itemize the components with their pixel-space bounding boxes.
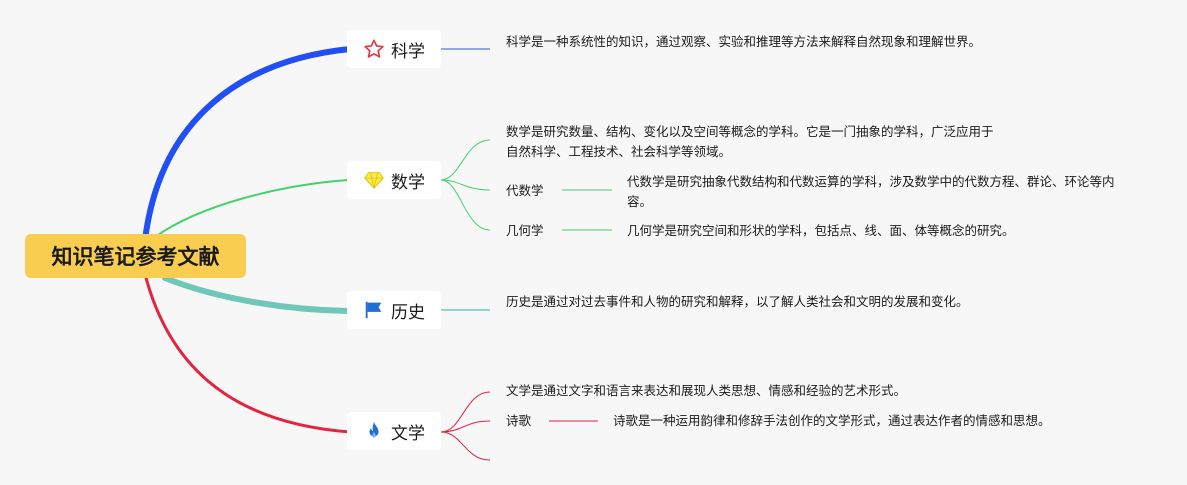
branch-literature[interactable]: 文学 <box>347 412 441 450</box>
connector-science <box>142 46 353 243</box>
math-description: 数学是研究数量、结构、变化以及空间等概念的学科。它是一门抽象的学科，广泛应用于自… <box>506 124 994 159</box>
root-label: 知识笔记参考文献 <box>51 245 220 269</box>
science-description: 科学是一种系统性的知识，通过观察、实验和推理等方法来解释自然现象和理解世界。 <box>506 34 982 49</box>
history-description: 历史是通过对过去事件和人物的研究和解释，以了解人类社会和文明的发展和变化。 <box>506 294 969 309</box>
connector-math <box>154 179 349 238</box>
connector-literature-desc <box>440 391 491 433</box>
star-icon <box>363 38 385 60</box>
connector-literature-poetry <box>440 420 491 433</box>
flag-icon <box>363 299 385 321</box>
connector-history <box>162 275 351 314</box>
branch-math[interactable]: 数学 <box>347 161 441 199</box>
poetry-description: 诗歌是一种运用韵律和修辞手法创作的文学形式，通过表达作者的情感和思想。 <box>613 413 1051 428</box>
connector-literature <box>143 273 351 434</box>
literature-description: 文学是通过文字和语言来表达和展现人类思想、情感和经验的艺术形式。 <box>506 383 907 398</box>
fire-icon <box>363 420 385 442</box>
geometry-description: 几何学是研究空间和形状的学科，包括点、线、面、体等概念的研究。 <box>627 223 1015 238</box>
branch-science[interactable]: 科学 <box>347 30 441 68</box>
branch-literature-label: 文学 <box>391 423 425 444</box>
branch-history[interactable]: 历史 <box>347 291 441 329</box>
gem-icon <box>363 169 385 191</box>
connector-math-desc <box>440 139 491 181</box>
connector-literature-empty <box>440 431 491 461</box>
branch-history-label: 历史 <box>391 302 425 323</box>
branch-math-label: 数学 <box>391 172 425 193</box>
connector-math-geometry <box>440 179 491 231</box>
connector-math-algebra <box>440 179 491 191</box>
algebra-description: 代数学是研究抽象代数结构和代数运算的学科，涉及数学中的代数方程、群论、环论等内容… <box>627 174 1115 209</box>
literature-child-poetry[interactable]: 诗歌 <box>506 413 532 428</box>
branch-science-label: 科学 <box>391 41 425 62</box>
math-child-geometry[interactable]: 几何学 <box>506 223 544 238</box>
math-child-algebra[interactable]: 代数学 <box>506 183 544 198</box>
root-node[interactable]: 知识笔记参考文献 <box>25 234 246 278</box>
